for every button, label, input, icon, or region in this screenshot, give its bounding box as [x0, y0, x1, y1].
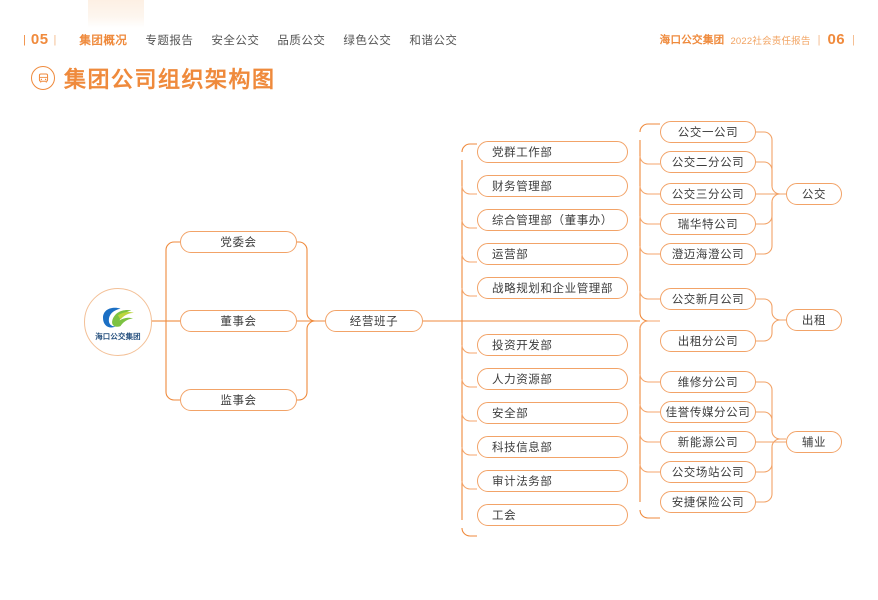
node-dept-strategy[interactable]: 战略规划和企业管理部: [477, 277, 628, 299]
node-new-energy-company[interactable]: 新能源公司: [660, 431, 756, 453]
org-chart: 海口公交集团 党委会 董事会 监事会 经营班子 党群工作部 财务管理部 综合管理…: [0, 100, 878, 570]
nav-item-harmony-bus[interactable]: 和谐公交: [409, 34, 458, 47]
page-bar-left-2: |: [53, 33, 57, 46]
nav-item-quality-bus[interactable]: 品质公交: [277, 34, 326, 47]
node-bus-company-2[interactable]: 公交二分公司: [660, 151, 756, 173]
node-board-of-directors[interactable]: 董事会: [180, 310, 297, 332]
group-label-taxi[interactable]: 出租: [786, 309, 842, 331]
node-bus-station-company[interactable]: 公交场站公司: [660, 461, 756, 483]
node-dept-investment[interactable]: 投资开发部: [477, 334, 628, 356]
page-title: 集团公司组织架构图: [64, 68, 276, 93]
node-jiayu-media-branch[interactable]: 佳誉传媒分公司: [660, 401, 756, 423]
node-dept-finance[interactable]: 财务管理部: [477, 175, 628, 197]
node-maintenance-branch[interactable]: 维修分公司: [660, 371, 756, 393]
nav-item-green-bus[interactable]: 绿色公交: [343, 34, 392, 47]
node-chengmai-haicheng-company[interactable]: 澄迈海澄公司: [660, 243, 756, 265]
node-dept-audit-legal[interactable]: 审计法务部: [477, 470, 628, 492]
node-dept-general-admin[interactable]: 综合管理部（董事办）: [477, 209, 628, 231]
node-dept-hr[interactable]: 人力资源部: [477, 368, 628, 390]
page-title-row: 集团公司组织架构图: [31, 62, 276, 94]
report-name: 2022社会责任报告: [730, 35, 811, 47]
node-taxi-branch[interactable]: 出租分公司: [660, 330, 756, 352]
group-label-auxiliary[interactable]: 辅业: [786, 431, 842, 453]
node-dept-party-work[interactable]: 党群工作部: [477, 141, 628, 163]
node-xinyue-company[interactable]: 公交新月公司: [660, 288, 756, 310]
node-board-of-supervisors[interactable]: 监事会: [180, 389, 297, 411]
node-party-committee[interactable]: 党委会: [180, 231, 297, 253]
node-anjie-insurance-company[interactable]: 安捷保险公司: [660, 491, 756, 513]
top-navigation[interactable]: | 05 | 集团概况 专题报告 安全公交 品质公交 绿色公交 和谐公交: [18, 31, 457, 48]
node-management-team[interactable]: 经营班子: [325, 310, 423, 332]
node-bus-company-3[interactable]: 公交三分公司: [660, 183, 756, 205]
node-bus-company-1[interactable]: 公交一公司: [660, 121, 756, 143]
header-right: 海口公交集团 2022社会责任报告 | 06 |: [660, 31, 862, 48]
page-number-right: 06: [827, 31, 846, 48]
node-ruihuate-company[interactable]: 瑞华特公司: [660, 213, 756, 235]
node-dept-tech-info[interactable]: 科技信息部: [477, 436, 628, 458]
logo-label: 海口公交集团: [95, 332, 141, 341]
page-bar-right-2: |: [852, 33, 855, 46]
company-logo: 海口公交集团: [84, 288, 152, 356]
node-dept-operations[interactable]: 运营部: [477, 243, 628, 265]
page-bar-left: |: [23, 33, 26, 46]
nav-item-group-overview[interactable]: 集团概况: [79, 34, 128, 47]
brand-name: 海口公交集团: [659, 34, 725, 46]
nav-item-safe-bus[interactable]: 安全公交: [211, 34, 260, 47]
page-header: | 05 | 集团概况 专题报告 安全公交 品质公交 绿色公交 和谐公交 海口公…: [0, 0, 878, 56]
nav-item-topic-report[interactable]: 专题报告: [145, 34, 194, 47]
node-dept-union[interactable]: 工会: [477, 504, 628, 526]
node-dept-safety[interactable]: 安全部: [477, 402, 628, 424]
page-bar-right: |: [817, 33, 821, 46]
page-number-left: 05: [30, 31, 49, 48]
bus-icon: [31, 66, 55, 90]
group-label-bus[interactable]: 公交: [786, 183, 842, 205]
connector-lines: [150, 123, 786, 537]
active-tab-highlight: [88, 0, 144, 28]
